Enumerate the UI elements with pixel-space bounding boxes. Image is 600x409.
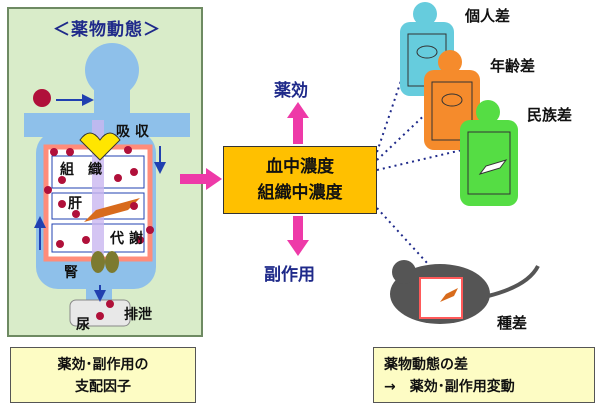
arrow-to-side-effects (287, 240, 309, 256)
pk-difference-line2: → 薬効･副作用変動 (384, 379, 515, 395)
panel-title: ＜薬物動態＞ (53, 20, 161, 40)
governing-factors-box: 薬効･副作用の 支配因子 (10, 347, 196, 403)
kidney-label: 腎 (64, 265, 78, 281)
absorption-label: 吸 収 (116, 124, 149, 140)
variant-label-species: 種差 (497, 314, 528, 332)
governing-factors-line2: 支配因子 (75, 379, 131, 395)
urine-label: 尿 (76, 317, 90, 333)
concentration-box: 血中濃度 組織中濃度 (223, 146, 377, 214)
connector-lines (376, 59, 463, 265)
excretion-label: 排泄 (124, 307, 152, 323)
governing-factors-line1: 薬効･副作用の (57, 357, 149, 373)
heart-icon (79, 132, 121, 161)
mouse-icon (390, 260, 540, 324)
variant-label-individual: 個人差 (465, 7, 511, 25)
variant-label-age: 年齢差 (490, 57, 536, 75)
arrow-to-efficacy (287, 102, 309, 118)
body-icon-ethnic (460, 100, 518, 206)
body-illustration (24, 43, 190, 327)
efficacy-label: 薬効 (274, 81, 308, 101)
flow-arrows (180, 102, 309, 256)
blood-concentration-text: 血中濃度 (266, 157, 334, 177)
arrow-to-center (206, 168, 222, 190)
liver-icon (84, 198, 140, 222)
tissue-label: 組 織 (60, 162, 102, 178)
variant-label-ethnic: 民族差 (527, 106, 573, 124)
liver-label: 肝 (68, 196, 82, 212)
metabolism-label: 代 謝 (110, 231, 143, 247)
tissue-concentration-text: 組織中濃度 (257, 183, 343, 203)
drug-dot (33, 89, 51, 107)
side-effects-label: 副作用 (264, 265, 315, 285)
pk-difference-box: 薬物動態の差 → 薬効･副作用変動 (373, 347, 595, 403)
pk-difference-line1: 薬物動態の差 (384, 357, 468, 373)
kidney-icon (105, 251, 119, 273)
